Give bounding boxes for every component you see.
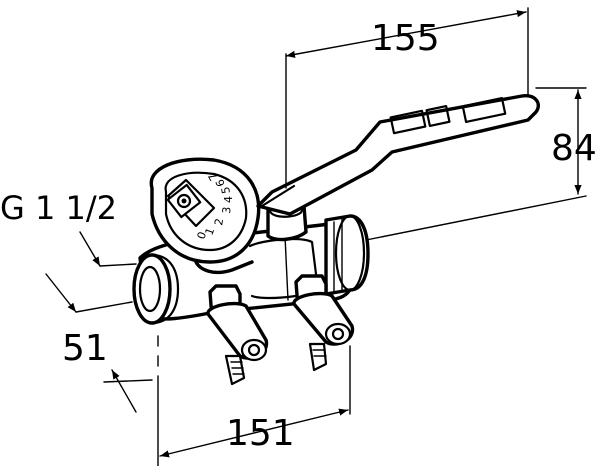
- dimension-51: 51: [45, 273, 153, 413]
- scale-mark-1: 1: [203, 226, 218, 237]
- scale-mark-5: 5: [219, 186, 233, 195]
- scale-mark-6: 6: [213, 177, 228, 188]
- lever-slot-3: [461, 96, 507, 124]
- drain-cock-right: [292, 274, 355, 372]
- thread-callout: G 1 1/2: [0, 189, 137, 267]
- dimension-155-label: 155: [371, 18, 440, 59]
- scale-mark-3: 3: [220, 206, 234, 214]
- dimension-151: 151: [157, 335, 351, 466]
- lever-handle: [256, 94, 540, 216]
- scale-mark-2: 2: [212, 217, 226, 226]
- dimension-51-label: 51: [62, 328, 108, 369]
- dimension-84-label: 84: [551, 128, 597, 169]
- dimension-84: 84: [365, 87, 597, 241]
- lever-slot-2: [425, 104, 451, 128]
- gauge-dial: 0 1 2 3 4 5 6 7: [149, 157, 261, 275]
- thread-size-label: G 1 1/2: [0, 189, 117, 227]
- outlet-union-nut: [324, 214, 370, 296]
- scale-mark-0: 0: [195, 230, 210, 241]
- dimension-155: 155: [285, 7, 529, 189]
- drain-cock-left: [206, 284, 269, 386]
- scale-mark-4: 4: [222, 196, 235, 203]
- dimension-151-label: 151: [226, 413, 295, 454]
- lever-slot-1: [389, 109, 427, 135]
